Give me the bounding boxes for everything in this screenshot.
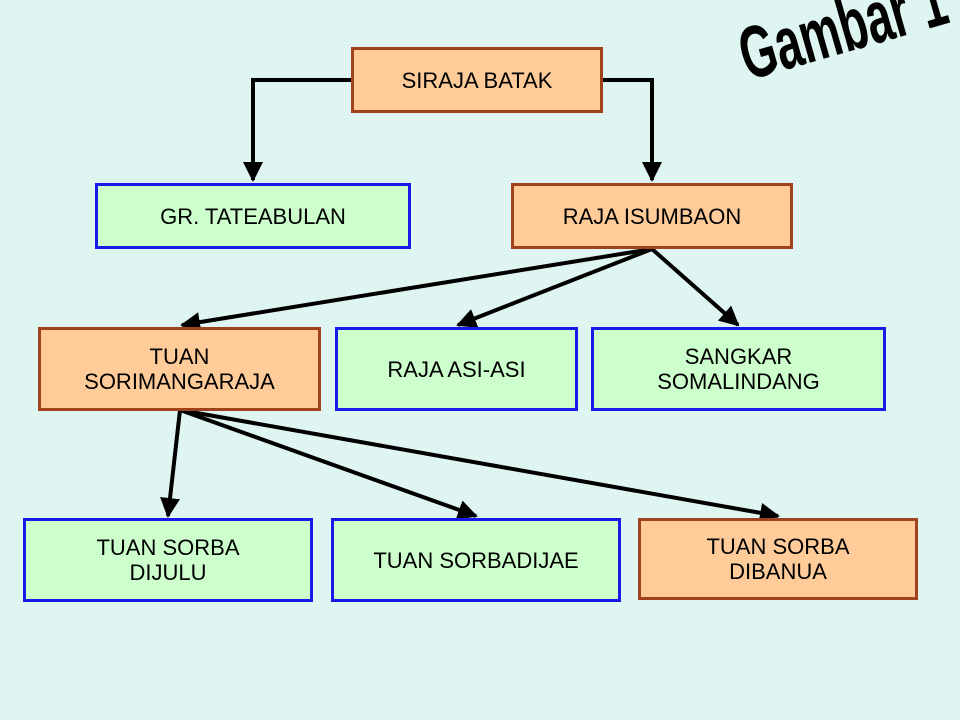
edge-raja-isumbaon-to-raja-asi-asi bbox=[456, 247, 653, 328]
edge-tuan-sorimangaraja-to-tuan-sorbadijae bbox=[179, 408, 478, 520]
edge-siraja-batak-to-raja-isumbaon bbox=[603, 78, 662, 182]
node-label: RAJA ISUMBAON bbox=[562, 203, 742, 229]
node-label: SIRAJA BATAK bbox=[401, 67, 553, 93]
node-label: TUAN SORBA DIJULU bbox=[96, 535, 240, 585]
node-raja-asi-asi: RAJA ASI-ASI bbox=[335, 327, 578, 411]
node-tuan-sorba-dijulu: TUAN SORBA DIJULU bbox=[23, 518, 313, 602]
node-label: RAJA ASI-ASI bbox=[387, 356, 526, 382]
node-gr-tateabulan: GR. TATEABULAN bbox=[95, 183, 411, 249]
node-siraja-batak: SIRAJA BATAK bbox=[351, 47, 603, 113]
node-label: TUAN SORBADIJAE bbox=[373, 547, 579, 573]
node-sangkar-somalindang: SANGKAR SOMALINDANG bbox=[591, 327, 886, 411]
node-label: TUAN SORIMANGARAJA bbox=[84, 344, 275, 394]
node-tuan-sorba-dibanua: TUAN SORBA DIBANUA bbox=[638, 518, 918, 600]
node-label: GR. TATEABULAN bbox=[160, 203, 346, 229]
node-tuan-sorbadijae: TUAN SORBADIJAE bbox=[331, 518, 621, 602]
edge-raja-isumbaon-to-tuan-sorimangaraja bbox=[180, 247, 653, 332]
node-label: TUAN SORBA DIBANUA bbox=[706, 534, 850, 584]
node-label: SANGKAR SOMALINDANG bbox=[657, 344, 820, 394]
edge-tuan-sorimangaraja-to-tuan-sorba-dijulu bbox=[160, 409, 182, 518]
edge-tuan-sorimangaraja-to-tuan-sorba-dibanua bbox=[179, 408, 780, 523]
node-tuan-sorimangaraja: TUAN SORIMANGARAJA bbox=[38, 327, 321, 411]
edge-siraja-batak-to-gr-tateabulan bbox=[243, 78, 351, 182]
edge-raja-isumbaon-to-sangkar-somalindang bbox=[650, 247, 740, 327]
node-raja-isumbaon: RAJA ISUMBAON bbox=[511, 183, 793, 249]
